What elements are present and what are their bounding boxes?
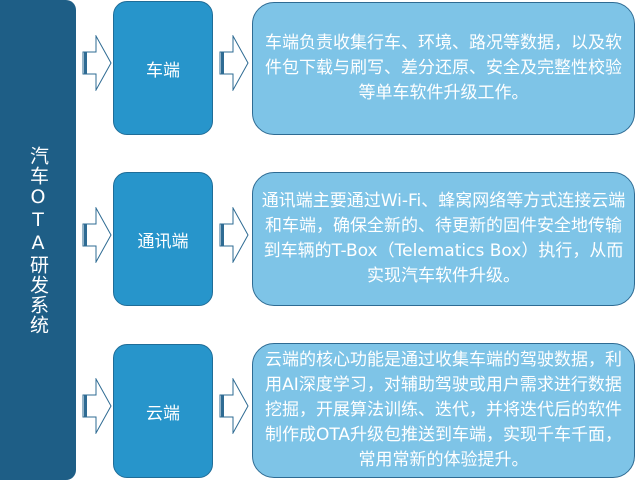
- root-label: 汽车OTA研发系统: [27, 145, 49, 335]
- node-cloud: 云端: [113, 344, 213, 478]
- node-vehicle: 车端: [113, 1, 213, 135]
- node-cloud-label: 云端: [146, 403, 180, 424]
- arrow-right-icon: [82, 378, 112, 434]
- desc-communication: 通讯端主要通过Wi-Fi、蜂窝网络等方式连接云端和车端，确保全新的、待更新的固件…: [252, 172, 635, 306]
- desc-vehicle-text: 车端负责收集行车、环境、路况等数据，以及软件包下载与刷写、差分还原、安全及完整性…: [265, 33, 622, 103]
- arrow-right-icon: [82, 207, 112, 263]
- desc-cloud-text: 云端的核心功能是通过收集车端的驾驶数据，利用AI深度学习，对辅助驾驶或用户需求进…: [264, 350, 623, 470]
- node-communication-label: 通讯端: [137, 231, 189, 252]
- root-node: 汽车OTA研发系统: [0, 0, 76, 480]
- desc-vehicle: 车端负责收集行车、环境、路况等数据，以及软件包下载与刷写、差分还原、安全及完整性…: [252, 2, 635, 135]
- arrow-right-icon: [82, 35, 112, 91]
- desc-communication-text: 通讯端主要通过Wi-Fi、蜂窝网络等方式连接云端和车端，确保全新的、待更新的固件…: [261, 191, 626, 286]
- arrow-right-icon: [219, 35, 249, 91]
- node-communication: 通讯端: [113, 172, 213, 306]
- arrow-right-icon: [219, 207, 249, 263]
- desc-cloud: 云端的核心功能是通过收集车端的驾驶数据，利用AI深度学习，对辅助驾驶或用户需求进…: [252, 343, 635, 478]
- node-vehicle-label: 车端: [146, 60, 180, 81]
- arrow-right-icon: [219, 378, 249, 434]
